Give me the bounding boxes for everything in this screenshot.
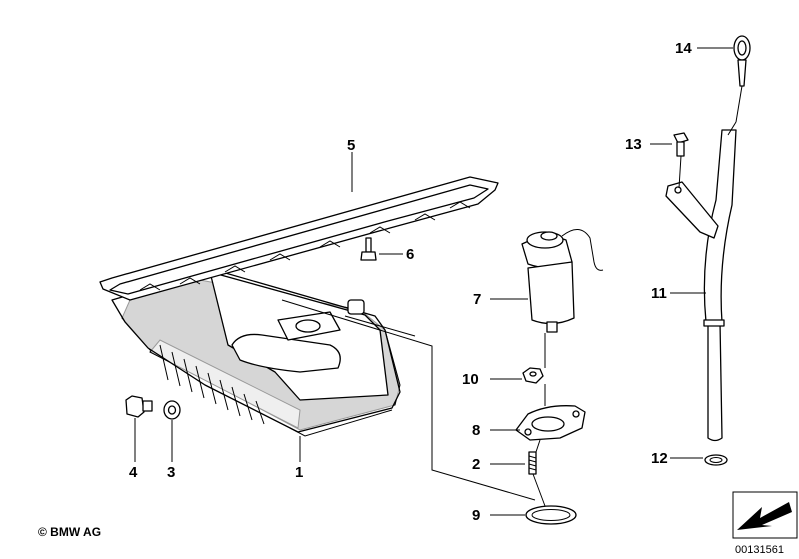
copyright-label: © BMW AG — [38, 525, 101, 539]
callout-14: 14 — [675, 40, 692, 57]
oil-pan-gasket[interactable] — [99, 176, 499, 301]
callout-5: 5 — [347, 137, 355, 154]
o-ring-9[interactable] — [525, 505, 577, 525]
callout-6: 6 — [406, 246, 414, 263]
callout-labels: 1 2 3 4 5 6 7 8 9 10 11 12 13 14 — [129, 40, 692, 524]
leader-lines — [134, 47, 733, 516]
callout-4: 4 — [129, 464, 138, 481]
callout-7: 7 — [473, 291, 481, 308]
callout-11: 11 — [651, 285, 667, 302]
o-ring-12[interactable] — [704, 454, 728, 466]
bolt-6[interactable] — [360, 237, 377, 261]
oil-pan[interactable] — [111, 269, 401, 437]
assembly-lines — [281, 121, 737, 507]
document-number: 00131561 — [735, 544, 784, 556]
callout-3: 3 — [167, 464, 175, 481]
callout-9: 9 — [472, 507, 480, 524]
callout-1: 1 — [295, 464, 303, 481]
callout-8: 8 — [472, 422, 480, 439]
oil-level-sensor-7[interactable] — [521, 229, 604, 333]
nut-10[interactable] — [522, 367, 544, 384]
callout-13: 13 — [625, 136, 642, 153]
document-number-box: 00131561 — [732, 491, 798, 556]
arrow-icon — [737, 502, 792, 530]
flange-gasket-8[interactable] — [515, 405, 586, 441]
callout-2: 2 — [472, 456, 480, 473]
stud-bolt-2[interactable] — [528, 451, 537, 475]
dipstick-14[interactable] — [733, 35, 751, 123]
callout-12: 12 — [651, 450, 668, 467]
callout-10: 10 — [462, 371, 479, 388]
bolt-13[interactable] — [673, 132, 689, 157]
dipstick-guide-tube-11[interactable] — [665, 129, 737, 442]
seal-ring-3[interactable] — [163, 400, 181, 420]
drain-plug-4[interactable] — [125, 395, 153, 418]
